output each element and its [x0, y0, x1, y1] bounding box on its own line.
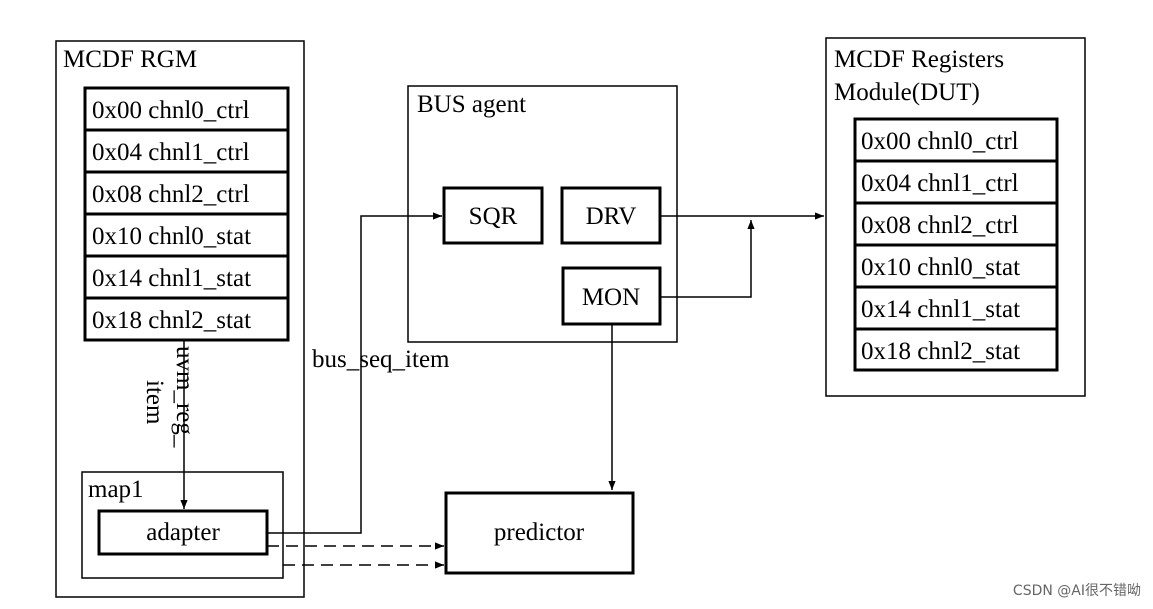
mon-to-bus-arrow — [660, 220, 755, 298]
rgm-register-2: 0x08 chnl2_ctrl — [92, 181, 250, 208]
dut-register-table: 0x00 chnl0_ctrl 0x04 chnl1_ctrl 0x08 chn… — [853, 117, 1059, 372]
sqr-label: SQR — [469, 203, 518, 230]
dut-register-0: 0x00 chnl0_ctrl — [861, 128, 1019, 155]
map1-label: map1 — [88, 476, 144, 503]
predictor-label: predictor — [494, 519, 585, 546]
drv-label: DRV — [586, 203, 637, 230]
bus-agent-border — [407, 85, 678, 343]
bus-agent-block: BUS agent SQR DRV MON — [407, 85, 678, 343]
rgm-register-1: 0x04 chnl1_ctrl — [92, 139, 250, 166]
rgm-border — [55, 40, 305, 598]
dut-block: MCDF Registers Module(DUT) 0x00 chnl0_ct… — [825, 37, 1086, 397]
dut-register-4: 0x14 chnl1_stat — [861, 296, 1020, 323]
watermark: CSDN @AI很不错呦 — [1013, 583, 1141, 599]
dut-register-5: 0x18 chnl2_stat — [861, 338, 1020, 365]
dut-title-line2: Module(DUT) — [834, 79, 980, 106]
predictor-block: predictor — [444, 491, 635, 575]
bus-agent-title: BUS agent — [417, 91, 526, 118]
rgm-register-0: 0x00 chnl0_ctrl — [92, 97, 250, 124]
mon-label: MON — [582, 284, 640, 311]
predictor-box — [444, 491, 635, 575]
dut-border — [825, 37, 1086, 397]
adapter-label: adapter — [146, 519, 220, 546]
dut-register-2: 0x08 chnl2_ctrl — [861, 212, 1019, 239]
uvm-reg-item-label-line2: item — [141, 380, 168, 425]
dut-register-3: 0x10 chnl0_stat — [861, 254, 1020, 281]
rgm-title: MCDF RGM — [63, 46, 197, 73]
rgm-register-3: 0x10 chnl0_stat — [92, 223, 251, 250]
rgm-register-table: 0x00 chnl0_ctrl 0x04 chnl1_ctrl 0x08 chn… — [83, 86, 290, 342]
rgm-block: MCDF RGM 0x00 chnl0_ctrl 0x04 chnl1_ctrl… — [55, 40, 305, 598]
dut-register-1: 0x04 chnl1_ctrl — [861, 170, 1019, 197]
map1-box — [81, 471, 284, 579]
bus-seq-item-label: bus_seq_item — [312, 346, 450, 373]
rgm-register-5: 0x18 chnl2_stat — [92, 307, 251, 334]
dut-title-line1: MCDF Registers — [834, 46, 1004, 73]
sqr-box — [442, 186, 544, 245]
adapter-to-sqr-arrow — [267, 212, 442, 534]
rgm-register-4: 0x14 chnl1_stat — [92, 265, 251, 292]
